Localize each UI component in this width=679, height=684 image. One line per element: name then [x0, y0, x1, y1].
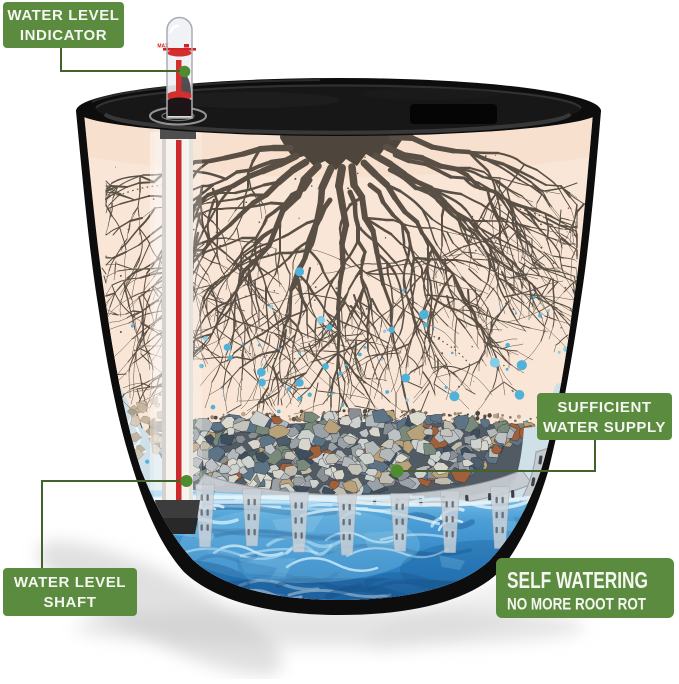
svg-text:SHAFT: SHAFT	[44, 594, 97, 611]
svg-text:MAX: MAX	[157, 44, 169, 50]
svg-text:WATER LEVEL: WATER LEVEL	[14, 574, 126, 591]
svg-text:SUFFICIENT: SUFFICIENT	[557, 399, 651, 416]
svg-text:INDICATOR: INDICATOR	[20, 27, 107, 44]
svg-text:WATER SUPPLY: WATER SUPPLY	[543, 419, 666, 436]
svg-text:WATER LEVEL: WATER LEVEL	[7, 7, 119, 24]
svg-text:SELF WATERING: SELF WATERING	[507, 567, 648, 593]
svg-text:NO MORE ROOT ROT: NO MORE ROOT ROT	[507, 596, 646, 614]
